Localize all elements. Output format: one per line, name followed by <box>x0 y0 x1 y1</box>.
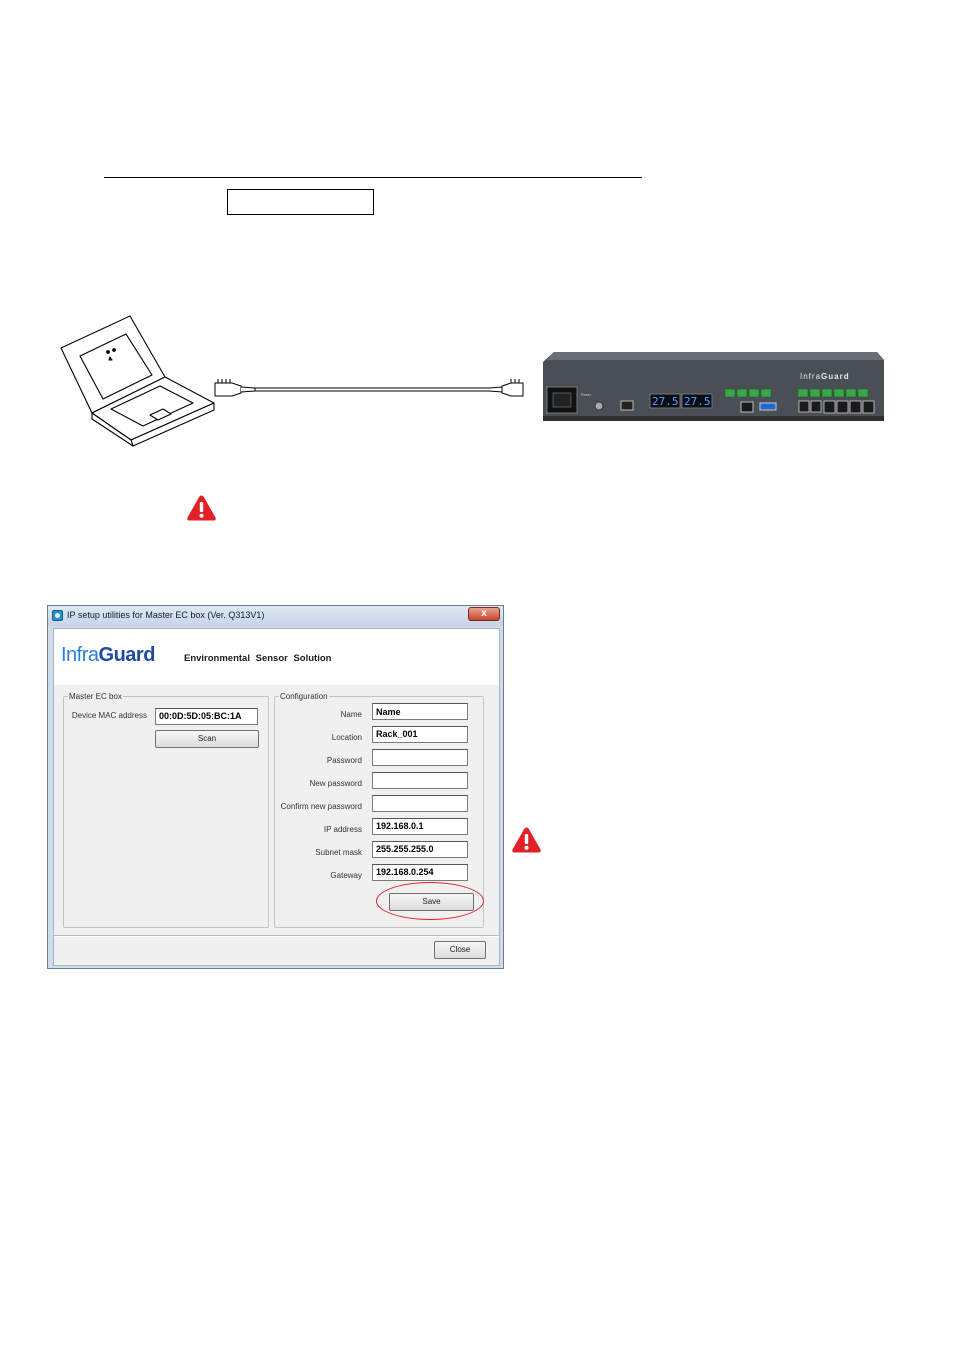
scan-button[interactable]: Scan <box>155 730 259 748</box>
window-title: IP setup utilities for Master EC box (Ve… <box>67 610 265 620</box>
gateway-field[interactable]: 192.168.0.254 <box>372 864 468 881</box>
tagline: Environmental Sensor Solution <box>184 653 332 664</box>
new-password-field[interactable] <box>372 772 468 789</box>
window-client-area: InfraGuard Environmental Sensor Solution… <box>53 628 500 966</box>
sensor-ports <box>798 400 875 414</box>
window-close-button[interactable]: x <box>468 607 500 621</box>
subnet-mask-field[interactable]: 255.255.255.0 <box>372 841 468 858</box>
master-ec-box-group: Master EC box <box>63 692 269 928</box>
footer-divider <box>54 935 499 936</box>
logo-banner: InfraGuard Environmental Sensor Solution <box>54 629 499 685</box>
svg-text:27.5: 27.5 <box>652 395 679 408</box>
password-field[interactable] <box>372 749 468 766</box>
temperature-display <box>649 393 681 409</box>
group-legend: Configuration <box>280 692 328 701</box>
reset-knob <box>594 401 604 411</box>
subnet-mask-label: Subnet mask <box>315 848 362 857</box>
ip-address-field[interactable]: 192.168.0.1 <box>372 818 468 835</box>
title-bar[interactable]: IP setup utilities for Master EC box (Ve… <box>48 606 503 626</box>
connection-diagram <box>60 315 524 447</box>
section-rule <box>104 177 642 178</box>
blank-label-box <box>227 189 374 215</box>
ip-address-label: IP address <box>323 825 362 834</box>
group-legend: Master EC box <box>69 692 122 701</box>
location-label: Location <box>331 733 362 742</box>
confirm-password-field[interactable] <box>372 795 468 812</box>
rj45-port <box>740 401 754 413</box>
app-icon <box>52 610 63 621</box>
dip-switch <box>759 402 777 411</box>
humidity-display <box>681 393 713 409</box>
mac-address-label: Device MAC address <box>71 711 147 720</box>
name-field[interactable] <box>372 703 468 720</box>
ethernet-cable-icon <box>214 379 524 397</box>
new-password-label: New password <box>309 779 362 788</box>
infraguard-logo: InfraGuard <box>61 644 155 666</box>
device-brand: InfraGuard <box>800 372 850 381</box>
password-label: Password <box>326 756 362 765</box>
footer-divider-highlight <box>54 936 499 937</box>
svg-text:27.5: 27.5 <box>684 395 711 408</box>
usb-port <box>620 400 634 411</box>
save-highlight-ring <box>376 882 484 920</box>
warning-triangle-icon <box>511 826 542 854</box>
power-inlet <box>546 386 578 414</box>
mac-address-field[interactable]: 00:0D:5D:05:BC:1A <box>155 708 258 725</box>
location-field[interactable]: Rack_001 <box>372 726 468 743</box>
master-ec-box-device: InfraGuard Power 27.5 27.5 <box>543 352 884 421</box>
configuration-group: Configuration <box>274 692 484 928</box>
warning-triangle-icon <box>186 494 217 522</box>
name-label: Name <box>340 710 362 719</box>
ip-setup-window: IP setup utilities for Master EC box (Ve… <box>47 605 504 969</box>
svg-text:Power: Power <box>581 393 592 397</box>
confirm-password-label: Confirm new password <box>280 802 362 811</box>
close-button[interactable]: Close <box>434 941 486 959</box>
terminal-blocks <box>724 388 869 398</box>
gateway-label: Gateway <box>330 871 362 880</box>
laptop-icon <box>60 315 215 447</box>
